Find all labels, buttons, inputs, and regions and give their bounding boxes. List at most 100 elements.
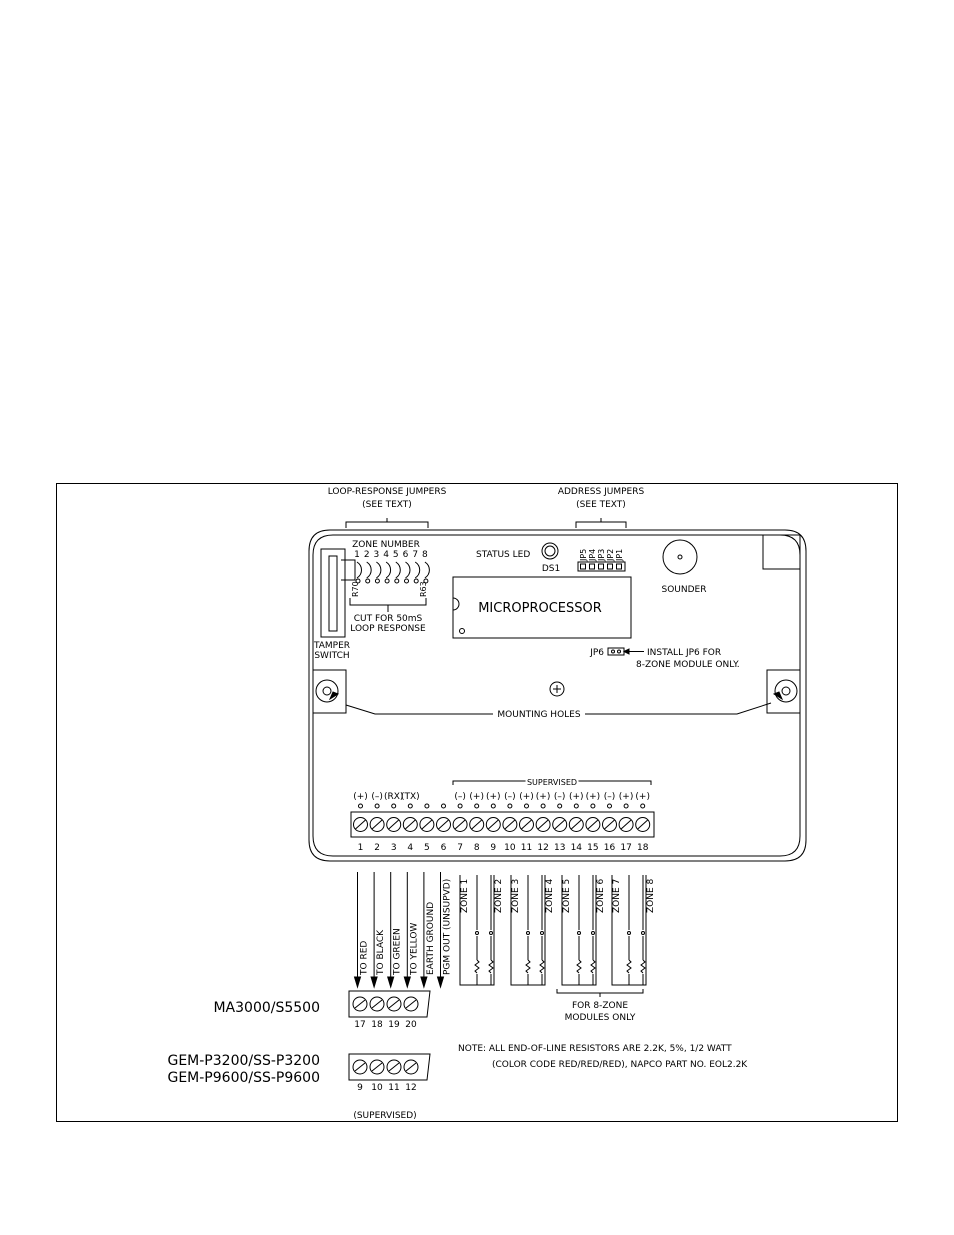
terminal-number: 13	[554, 843, 565, 853]
terminal-led	[507, 803, 513, 809]
address-jumpers-title: ADDRESS JUMPERS	[558, 487, 645, 497]
cut-for-label: CUT FOR 50mS	[354, 614, 423, 624]
r70-label: R70	[351, 581, 360, 597]
terminal-number: 6	[441, 843, 447, 853]
terminal-number: 15	[587, 843, 598, 853]
address-jumper-label: JP5	[579, 549, 588, 562]
terminal-screw	[369, 817, 385, 832]
eol-resistor	[539, 959, 545, 974]
terminal-led	[407, 803, 413, 809]
terminal-polarity: (+)	[635, 792, 650, 802]
board-outline	[308, 529, 807, 862]
terminal-led	[441, 803, 446, 809]
address-jumper-label: JP2	[606, 549, 615, 562]
address-jumper-label: JP4	[588, 549, 597, 562]
microprocessor-label: MICROPROCESSOR	[478, 601, 602, 616]
wire-label: PGM OUT (UNSUPVD)	[443, 879, 453, 975]
terminal-polarity: (+)	[569, 792, 584, 802]
terminal-polarity: (RX)	[384, 792, 403, 802]
terminal-screw	[469, 817, 485, 832]
zone-label: ZONE 7	[612, 879, 622, 913]
terminal-number: 1	[358, 843, 364, 853]
terminal-screw	[402, 817, 418, 832]
eol-resistor	[590, 959, 596, 974]
panel-terminal-number: 18	[371, 1020, 383, 1030]
wire-label: EARTH GROUND	[426, 902, 436, 975]
mounting-hole-right	[774, 679, 798, 703]
terminal-polarity: (–)	[604, 792, 616, 802]
zone-label: ZONE 2	[494, 879, 504, 913]
sounder	[662, 539, 698, 575]
loop-jumper	[356, 561, 362, 579]
terminal-led	[424, 803, 430, 809]
terminal-number: 7	[457, 843, 463, 853]
note-line1: NOTE: ALL END-OF-LINE RESISTORS ARE 2.2K…	[458, 1044, 732, 1054]
address-jumper-pin	[598, 563, 604, 570]
terminal-polarity: (–)	[554, 792, 566, 802]
zone-digit: 6	[403, 550, 409, 560]
terminal-polarity: (+)	[619, 792, 634, 802]
terminal-screw	[568, 817, 584, 832]
eol-resistor	[525, 959, 531, 974]
diagram-frame	[56, 483, 898, 1122]
panel-terminal-number: 17	[354, 1020, 365, 1030]
address-jumper-pin	[607, 563, 613, 570]
loop-jumpers-title: LOOP-RESPONSE JUMPERS	[328, 487, 447, 497]
jumper-pad	[394, 578, 400, 584]
zone-label: ZONE 5	[562, 879, 572, 913]
panel-terminal-number: 9	[357, 1083, 363, 1093]
status-led-label: STATUS LED	[476, 550, 530, 560]
panel-terminal-number: 11	[388, 1083, 399, 1093]
terminal-screw	[353, 817, 368, 832]
terminal-screw	[585, 817, 601, 832]
address-jumper-label: JP3	[597, 549, 606, 562]
terminal-number: 5	[424, 843, 430, 853]
zone-digit: 2	[364, 550, 370, 560]
loop-jumper	[376, 561, 382, 579]
jumper-pad	[374, 578, 380, 584]
r63-label: R63	[419, 581, 428, 597]
eol-resistor	[576, 959, 582, 974]
terminal-polarity: (–)	[371, 792, 383, 802]
terminal-number: 18	[637, 843, 649, 853]
wire-label: TO YELLOW	[409, 923, 419, 976]
terminal-screw	[635, 817, 651, 832]
terminal-led	[540, 803, 546, 809]
loop-jumper	[366, 561, 372, 579]
wire-label: TO GREEN	[393, 928, 403, 976]
panel-terminal-block	[348, 990, 431, 1018]
switch-label: SWITCH	[314, 651, 349, 661]
panel-gem-p3200-label: GEM-P3200/SS-P3200	[167, 1053, 320, 1069]
jumper-pad	[384, 578, 390, 584]
terminal-polarity: (+)	[536, 792, 551, 802]
panel-terminal-number: 12	[405, 1083, 416, 1093]
terminal-screw	[436, 817, 451, 832]
terminal-screw	[552, 817, 568, 832]
ds1-label: DS1	[542, 564, 560, 574]
supervised-label: SUPERVISED	[527, 778, 577, 787]
wire-label: TO BLACK	[376, 929, 386, 976]
zone-label: ZONE 3	[511, 879, 521, 913]
terminal-number: 16	[604, 843, 616, 853]
terminal-led	[557, 803, 563, 809]
address-jumper-block	[577, 561, 626, 572]
terminal-number: 9	[490, 843, 496, 853]
panel-terminal-number: 10	[371, 1083, 383, 1093]
terminal-screw	[452, 817, 468, 832]
loop-jumpers-see-text: (SEE TEXT)	[362, 500, 412, 510]
terminal-screw	[386, 817, 402, 832]
jumper-pad	[413, 578, 419, 584]
eol-resistor	[488, 959, 494, 974]
panel-terminal-block	[348, 1053, 431, 1081]
terminal-screw	[419, 817, 435, 832]
terminal-led	[590, 803, 596, 809]
zone-digit: 3	[374, 550, 380, 560]
tamper-switch	[320, 548, 346, 638]
terminal-polarity: (–)	[454, 792, 466, 802]
terminal-led	[457, 803, 463, 809]
zone-label: ZONE 1	[460, 879, 470, 913]
loop-jumper	[405, 561, 411, 579]
terminal-screw	[502, 817, 518, 832]
terminal-number: 3	[391, 843, 397, 853]
loop-jumper	[395, 561, 401, 579]
